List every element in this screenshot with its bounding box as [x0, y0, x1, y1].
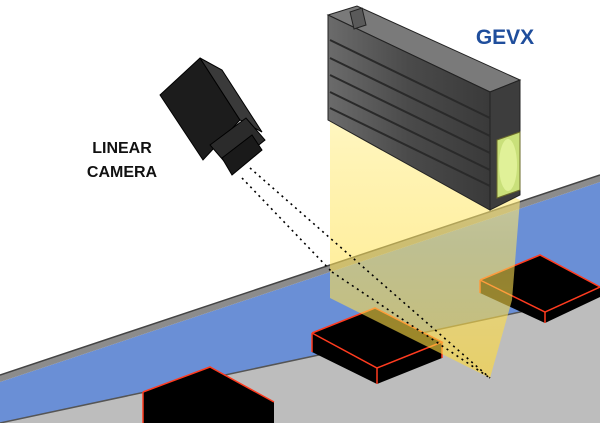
- camera-view-lines: [241, 167, 491, 379]
- product-label: GEVX: [476, 26, 534, 49]
- linear-camera-icon: [159, 57, 266, 176]
- product-box-left: [142, 366, 275, 423]
- camera-label-line1: LINEAR: [92, 140, 152, 157]
- gevx-light-bar-icon: [326, 5, 522, 211]
- camera-label-line2: CAMERA: [87, 164, 158, 181]
